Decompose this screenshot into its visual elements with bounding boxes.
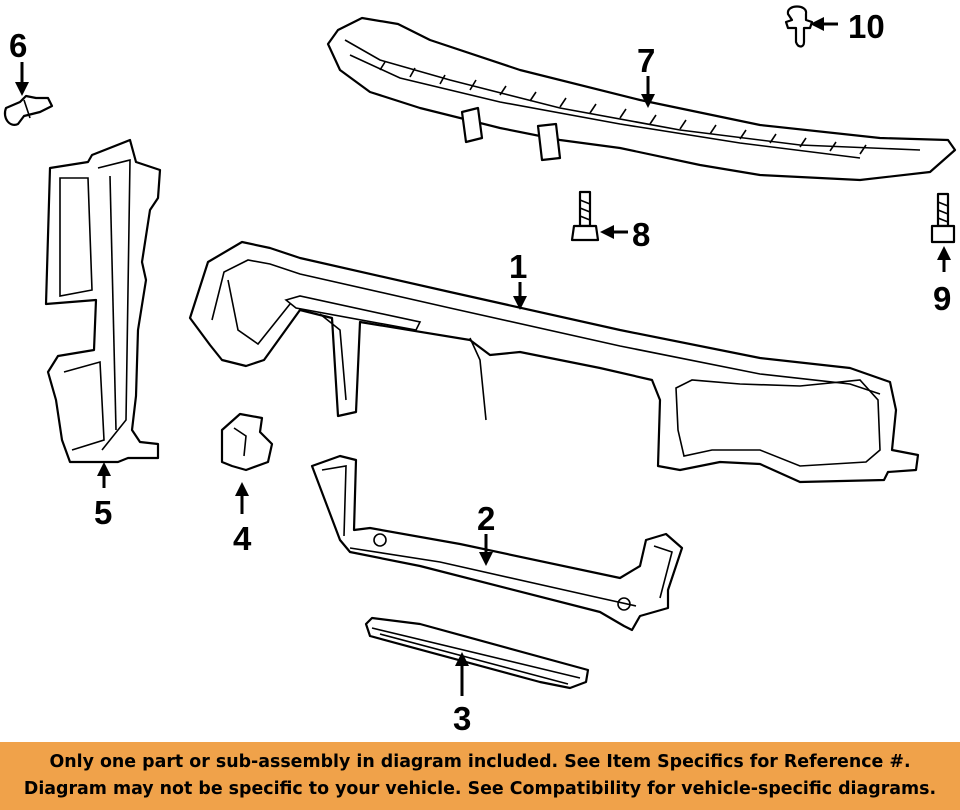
parts-diagram: 6 7 10 8 9 1 5 4 2 3 [3, 5, 957, 737]
callout-2: 2 [477, 500, 495, 537]
callout-6: 6 [9, 27, 27, 64]
callout-7: 7 [637, 42, 655, 79]
callout-5: 5 [94, 494, 112, 531]
callout-10: 10 [848, 8, 885, 45]
disclaimer-banner: Only one part or sub-assembly in diagram… [0, 742, 960, 810]
part-9-bolt [930, 192, 956, 244]
part-3-shield [364, 616, 590, 690]
disclaimer-line-1: Only one part or sub-assembly in diagram… [49, 752, 911, 772]
callout-4: 4 [233, 520, 252, 557]
part-4-bracket [220, 412, 274, 472]
callout-1: 1 [509, 248, 527, 285]
part-5-air-deflector [44, 138, 162, 464]
part-6-push-pin [3, 94, 54, 126]
callout-8: 8 [632, 216, 650, 253]
disclaimer-line-2: Diagram may not be specific to your vehi… [23, 779, 937, 799]
callout-9: 9 [933, 280, 951, 317]
part-10-clip [784, 5, 814, 48]
callout-3: 3 [453, 700, 471, 737]
part-8-bolt [570, 190, 600, 242]
part-7-upper-tie-bar [326, 16, 957, 182]
part-1-radiator-support [188, 240, 920, 484]
part-2-lower-support [310, 454, 684, 632]
leader-arrows [15, 17, 951, 696]
